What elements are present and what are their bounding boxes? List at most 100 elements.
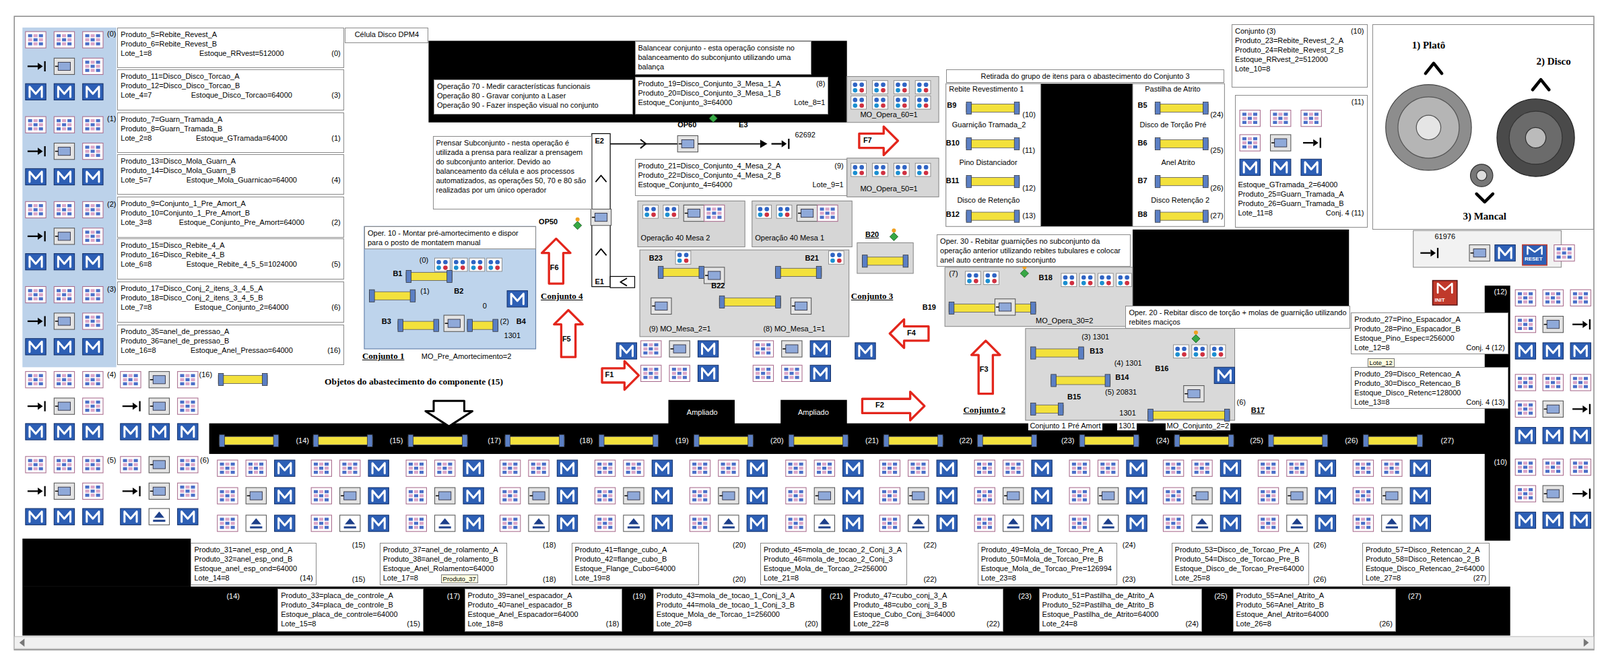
op-dot xyxy=(1212,352,1217,357)
grid-cell xyxy=(1077,470,1082,475)
black-band xyxy=(22,538,191,587)
machine-feed xyxy=(815,494,819,497)
grid-cell xyxy=(85,296,90,301)
machine-feed xyxy=(340,494,345,497)
op-icon xyxy=(1061,273,1077,287)
m-glyph xyxy=(467,517,480,528)
m-icon xyxy=(843,487,864,504)
m-glyph xyxy=(86,256,99,267)
black-band xyxy=(1132,229,1349,307)
info-panel: Produto_13=Disco_Mola_Guarn_AProduto_14=… xyxy=(117,154,344,196)
machine-icon xyxy=(1270,134,1291,151)
grid-cell xyxy=(85,292,90,297)
node-text: Produto_8=Guarn_Tramada_B xyxy=(120,123,223,134)
grid-cell xyxy=(1176,490,1181,494)
black-band xyxy=(668,400,735,426)
text-block: Oper. 10 - Montar pré-amortecimento e di… xyxy=(367,228,533,248)
grid-cell xyxy=(1562,255,1567,259)
machine-body xyxy=(249,491,262,500)
op-dot xyxy=(1124,275,1130,281)
in-arrow xyxy=(1572,492,1583,495)
panel-row: Produto_17=Disco_Conj_2_itens_3_4_5_A xyxy=(120,283,341,293)
scroll-arrow xyxy=(1583,638,1590,647)
m-glyph xyxy=(560,463,574,474)
disc xyxy=(1496,98,1575,177)
grid-cell xyxy=(766,347,771,351)
op-dot xyxy=(1099,275,1105,281)
m-glyph xyxy=(278,463,291,474)
node-text: Conj. 4 (13) xyxy=(1465,397,1505,407)
node-text: Produto_9=Conjunto_1_Pre_Amort_A xyxy=(120,198,246,209)
op-icon xyxy=(893,80,910,95)
in-arrow xyxy=(27,235,38,238)
grid-cell xyxy=(1528,381,1533,385)
grid-icon xyxy=(25,371,46,388)
grid-cell xyxy=(1550,385,1555,389)
machine-icon xyxy=(1003,487,1024,504)
grid-cell xyxy=(887,490,892,494)
grid-cell xyxy=(128,463,133,467)
grid-cell xyxy=(319,462,324,466)
grid-cell xyxy=(191,400,196,405)
grid-cell xyxy=(179,467,184,471)
m-icon xyxy=(1410,515,1431,532)
grid-cell xyxy=(248,470,253,475)
conveyor xyxy=(977,436,1038,445)
grid-cell xyxy=(1556,296,1561,300)
grid-cell xyxy=(502,517,507,522)
grid-cell xyxy=(1260,490,1265,494)
grid-cell xyxy=(1077,494,1082,498)
m-glyph xyxy=(940,463,953,474)
machine-feed xyxy=(247,494,251,497)
grid-icon xyxy=(1542,459,1563,476)
conveyor-end xyxy=(367,434,374,447)
op-dot xyxy=(917,164,922,170)
grid-cell xyxy=(542,466,547,471)
conveyor-end xyxy=(938,434,944,447)
conveyor-end xyxy=(1134,434,1140,447)
grid-cell xyxy=(788,462,793,466)
grid-cell xyxy=(643,371,648,376)
grid-cell xyxy=(1176,517,1181,522)
grid-cell xyxy=(28,377,33,382)
grid-cell xyxy=(324,470,329,475)
grid-cell xyxy=(56,373,61,378)
in-arrow-head xyxy=(1582,405,1588,413)
grid-cell xyxy=(96,230,101,234)
op-dot xyxy=(1081,280,1087,286)
info-panel: Produto_11=Disco_Disco_Torcao_AProduto_1… xyxy=(117,69,344,111)
grid-cell xyxy=(1528,300,1533,304)
conveyor-end xyxy=(1148,408,1154,421)
node-text: Produto_31=anel_esp_ond_A xyxy=(193,544,293,555)
m-glyph xyxy=(57,341,71,352)
m-glyph xyxy=(29,171,42,182)
grid-cell xyxy=(1528,465,1533,469)
grid-cell xyxy=(319,490,324,494)
grid-cell xyxy=(56,38,61,42)
conveyor-end xyxy=(977,434,984,447)
conveyor-end xyxy=(505,434,511,447)
grid-cell xyxy=(1205,466,1210,471)
info-panel: Produto_17=Disco_Conj_2_itens_3_4_5_APro… xyxy=(117,281,344,323)
op-dot xyxy=(874,164,879,170)
in-arrow-head xyxy=(37,147,44,155)
op-dot xyxy=(923,82,929,87)
m-glyph xyxy=(29,426,42,437)
op-dot xyxy=(852,103,858,108)
panel-row: Produto_31=anel_esp_ond_A xyxy=(193,544,313,555)
node-text: Produto_28=Pino_Espacador_B xyxy=(1354,323,1460,334)
grid-icon xyxy=(1570,459,1591,476)
grid-cell xyxy=(1309,120,1314,124)
conveyor xyxy=(219,436,279,445)
panel-row: Produto_16=Disco_Rebite_4_B xyxy=(120,249,341,260)
machine-icon xyxy=(908,487,929,504)
grid-cell xyxy=(313,494,318,498)
grid-cell xyxy=(987,470,992,475)
grid-icon xyxy=(1542,374,1563,391)
m-icon xyxy=(1570,342,1591,359)
grid-cell xyxy=(442,466,447,471)
info-panel: Produto_9=Conjunto_1_Pre_Amort_AProduto_… xyxy=(117,196,344,238)
grid-cell xyxy=(90,204,95,208)
machine-body xyxy=(998,303,1011,312)
return-chevron xyxy=(620,278,627,287)
